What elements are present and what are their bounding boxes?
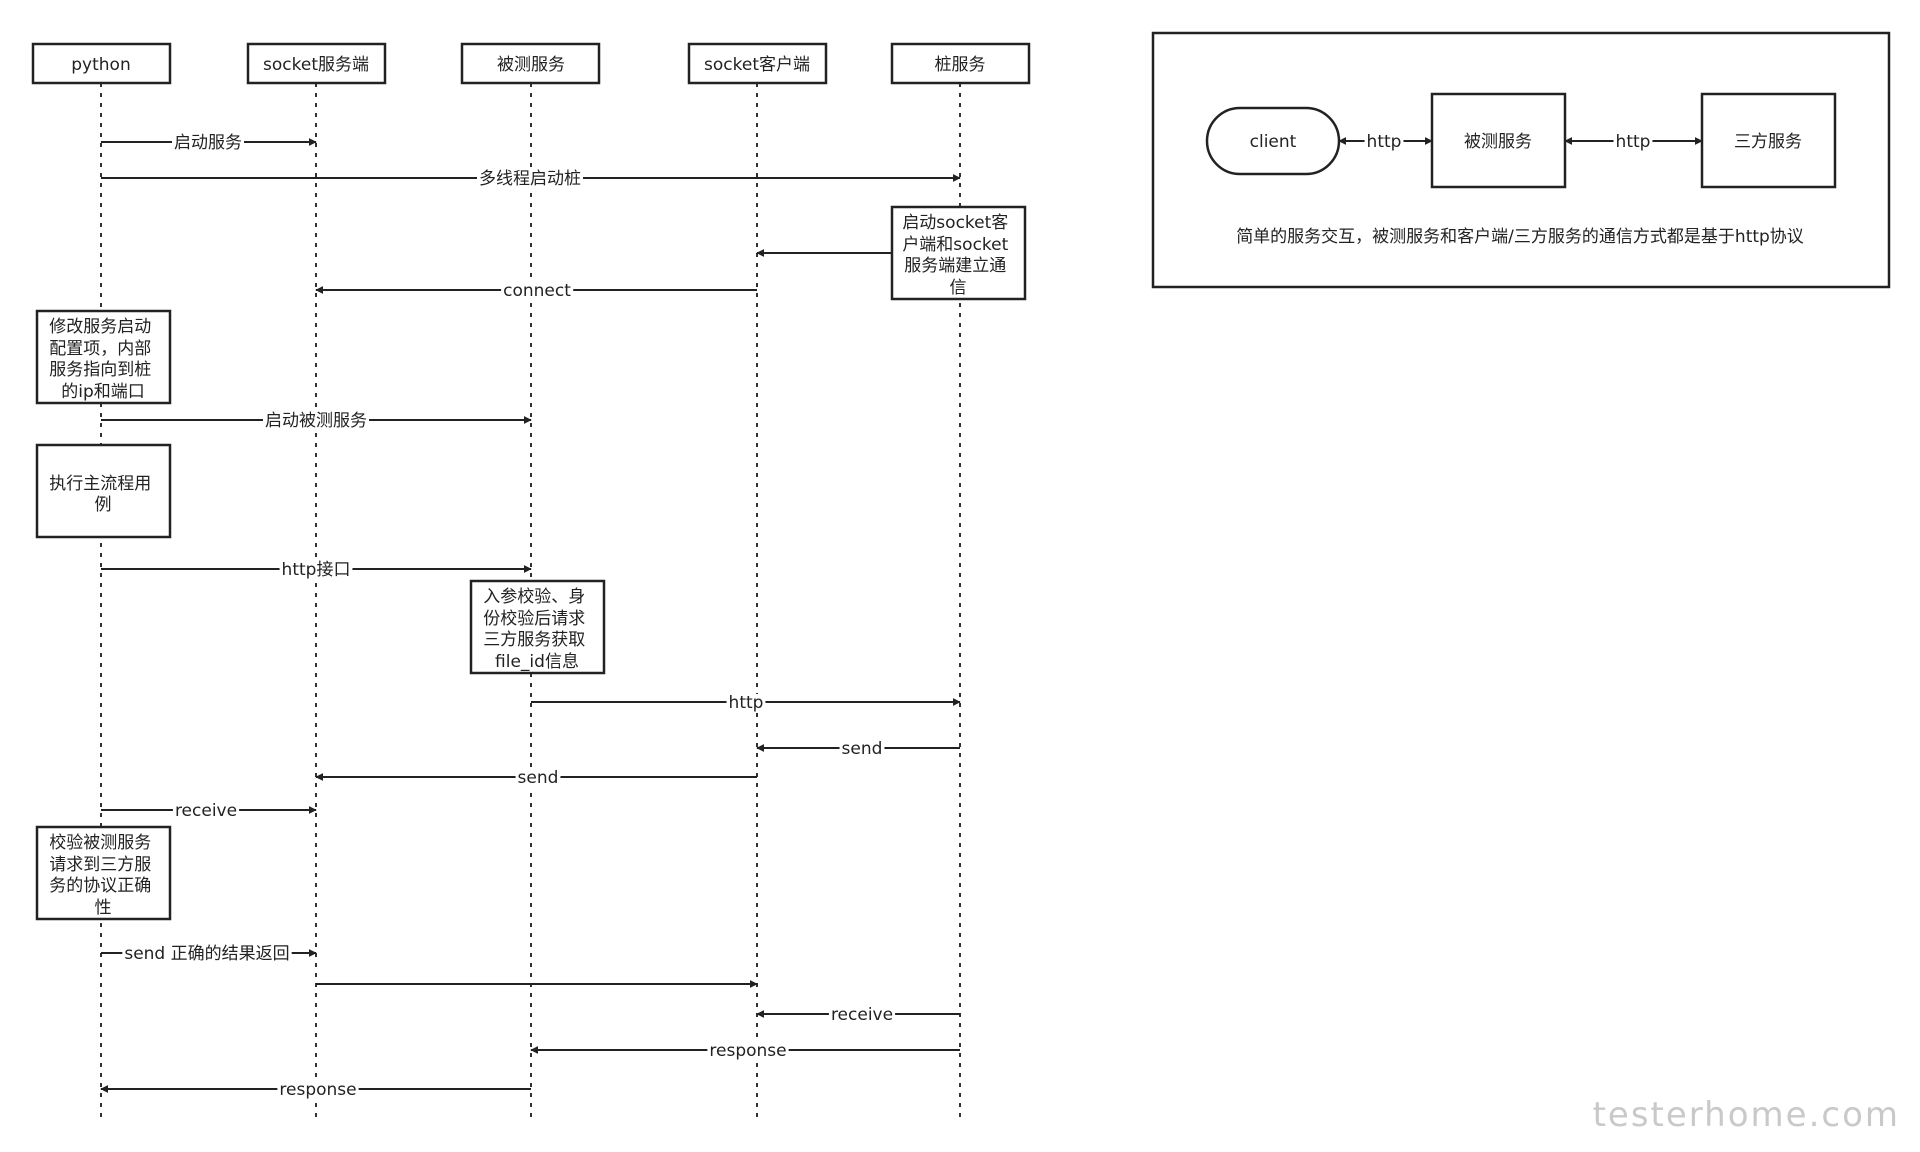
watermark: testerhome.com: [1593, 1095, 1900, 1135]
participant-label: 被测服务: [497, 55, 565, 75]
note-line: 三方服务获取: [483, 630, 585, 650]
participants: python socket服务端 被测服务 socket客户端 桩服务: [31, 42, 1031, 85]
label-background: [277, 1081, 359, 1099]
overview-sut[interactable]: 被测服务: [1430, 92, 1567, 189]
participant-label: socket服务端: [263, 55, 369, 75]
overview-third-party-label: 三方服务: [1734, 132, 1802, 152]
note-line: 务的协议正确: [49, 876, 151, 896]
message-label: send: [518, 768, 559, 788]
notes: 启动socket客 户端和socket 服务端建立通 信 修改服务启动 配置项，…: [35, 205, 1027, 921]
participant-sut[interactable]: 被测服务: [460, 42, 601, 85]
note-sut-validate[interactable]: 入参校验、身 份校验后请求 三方服务获取 file_id信息: [469, 579, 606, 675]
note-line: 性: [95, 898, 112, 918]
label-background: [707, 1042, 789, 1060]
message-label: http: [729, 693, 764, 713]
overview-third-party[interactable]: 三方服务: [1700, 92, 1837, 189]
label-background: [1364, 133, 1404, 151]
participant-socket-client[interactable]: socket客户端: [687, 42, 828, 85]
participant-label: socket客户端: [704, 55, 810, 75]
overview-link-right-label: http: [1616, 132, 1651, 152]
message-label: connect: [503, 281, 571, 301]
note-stub-connect[interactable]: 启动socket客 户端和socket 服务端建立通 信: [890, 205, 1027, 301]
svg-text:校验被测服务 请求到三方服: 校验被测服务 请求到三方服 务的协议正确 性: [49, 833, 156, 918]
message-labels: 启动服务 多线程启动桩 connect 启动被测服务 http接口 http s…: [122, 133, 896, 1100]
message-label: 启动服务: [174, 133, 242, 153]
overview-panel: client 被测服务 三方服务 http http 简单的服务交互，被测服务和…: [1151, 31, 1891, 289]
note-line: 的ip和端口: [61, 382, 145, 402]
participant-label: python: [71, 55, 130, 75]
note-run-cases[interactable]: 执行主流程用 例: [35, 443, 172, 539]
note-line: 服务指向到桩: [49, 360, 151, 380]
label-background: [122, 945, 292, 963]
svg-text:启动socket客 户端和socket: 启动socket客 户端和socket 服务端建立通 信: [902, 213, 1013, 298]
note-line: 请求到三方服: [49, 855, 151, 875]
message-label: send: [842, 739, 883, 759]
message-label: receive: [831, 1005, 893, 1025]
label-background: [501, 282, 574, 300]
note-line: 例: [95, 495, 112, 515]
participant-python[interactable]: python: [31, 42, 172, 85]
label-background: [839, 740, 885, 758]
overview-client[interactable]: client: [1205, 106, 1341, 176]
note-line: 启动socket客: [902, 213, 1008, 233]
message-label: 多线程启动桩: [479, 169, 581, 189]
note-line: 修改服务启动: [49, 317, 151, 337]
overview-link-left-label: http: [1367, 132, 1402, 152]
label-background: [515, 769, 561, 787]
note-line: 校验被测服务: [49, 833, 151, 853]
label-background: [726, 694, 766, 712]
note-line: 份校验后请求: [483, 609, 585, 629]
label-background: [263, 412, 369, 430]
message-label: http接口: [282, 560, 351, 580]
participant-label: 桩服务: [935, 55, 986, 75]
message-label: send 正确的结果返回: [124, 944, 289, 964]
message-label: response: [709, 1041, 786, 1061]
note-line: 执行主流程用: [49, 474, 151, 494]
message-label: 启动被测服务: [265, 411, 367, 431]
overview-client-label: client: [1250, 132, 1297, 152]
note-line: 信: [950, 278, 967, 298]
note-line: 户端和socket: [902, 235, 1008, 255]
overview-sut-label: 被测服务: [1464, 132, 1532, 152]
note-line: file_id信息: [495, 652, 579, 672]
participant-stub[interactable]: 桩服务: [890, 42, 1031, 85]
note-line: 配置项，内部: [49, 339, 151, 359]
note-verify-protocol[interactable]: 校验被测服务 请求到三方服 务的协议正确 性: [35, 825, 172, 921]
participant-socket-server[interactable]: socket服务端: [246, 42, 387, 85]
message-label: receive: [175, 801, 237, 821]
note-modify-config[interactable]: 修改服务启动 配置项，内部 服务指向到桩 的ip和端口: [35, 309, 172, 405]
label-background: [1613, 133, 1653, 151]
label-background: [172, 134, 244, 152]
overview-caption: 简单的服务交互，被测服务和客户端/三方服务的通信方式都是基于http协议: [1236, 227, 1804, 247]
label-background: [279, 561, 353, 579]
note-line: 入参校验、身: [483, 587, 585, 607]
svg-text:修改服务启动 配置项，内部: 修改服务启动 配置项，内部 服务指向到桩 的ip和端口: [49, 317, 156, 402]
label-background: [172, 802, 240, 820]
label-background: [477, 170, 583, 188]
svg-text:入参校验、身 份校验后请求: 入参校验、身 份校验后请求 三方服务获取 file_id信息: [483, 587, 590, 672]
message-label: response: [279, 1080, 356, 1100]
note-line: 服务端建立通: [904, 256, 1006, 276]
svg-text:执行主流程用 例: 执行主流程用 例: [49, 474, 156, 515]
label-background: [828, 1006, 896, 1024]
